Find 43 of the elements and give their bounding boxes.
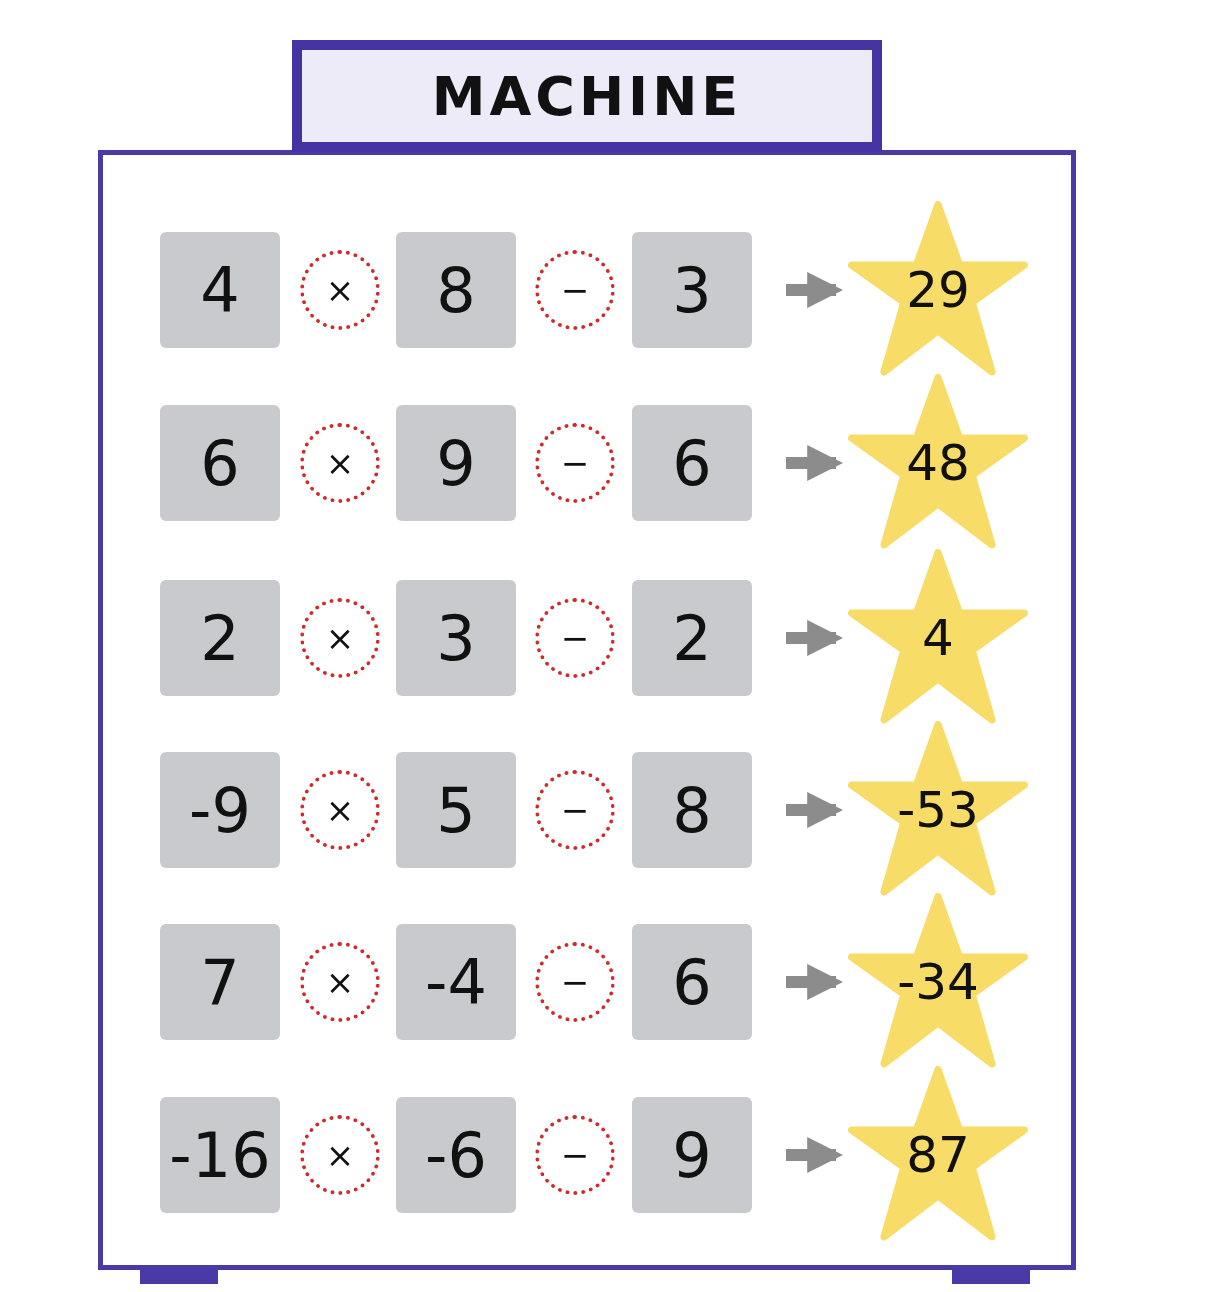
number-tile: 8 <box>396 232 516 348</box>
arrow <box>786 964 844 1000</box>
title-plate: MACHINE <box>292 40 882 152</box>
number-tile: -9 <box>160 752 280 868</box>
star-shape: 48 <box>848 374 1028 552</box>
operator-circle: − <box>535 250 615 330</box>
operator-circle: − <box>535 598 615 678</box>
operator-circle: × <box>300 250 380 330</box>
star-shape: 29 <box>848 201 1028 379</box>
operator-circle: × <box>300 942 380 1022</box>
number-tile: 6 <box>160 405 280 521</box>
number-tile: -4 <box>396 924 516 1040</box>
number-tile: 5 <box>396 752 516 868</box>
arrow <box>786 792 844 828</box>
star-shape: 87 <box>848 1066 1028 1244</box>
number-tile: 7 <box>160 924 280 1040</box>
number-tile: 4 <box>160 232 280 348</box>
number-tile: 8 <box>632 752 752 868</box>
star-shape: -34 <box>848 893 1028 1071</box>
operator-circle: − <box>535 1115 615 1195</box>
arrow <box>786 445 844 481</box>
operator-circle: × <box>300 770 380 850</box>
operator-circle: − <box>535 942 615 1022</box>
number-tile: 6 <box>632 405 752 521</box>
operator-circle: − <box>535 770 615 850</box>
operator-circle: × <box>300 1115 380 1195</box>
number-tile: 2 <box>632 580 752 696</box>
operator-circle: × <box>300 423 380 503</box>
star-shape: -53 <box>848 721 1028 899</box>
number-tile: 3 <box>396 580 516 696</box>
operator-circle: − <box>535 423 615 503</box>
number-tile: 2 <box>160 580 280 696</box>
number-tile: 3 <box>632 232 752 348</box>
number-tile: 9 <box>632 1097 752 1213</box>
number-tile: 9 <box>396 405 516 521</box>
arrow <box>786 620 844 656</box>
number-tile: 6 <box>632 924 752 1040</box>
arrow <box>786 272 844 308</box>
operator-circle: × <box>300 598 380 678</box>
star-shape: 4 <box>848 549 1028 727</box>
number-tile: -6 <box>396 1097 516 1213</box>
arrow <box>786 1137 844 1173</box>
number-tile: -16 <box>160 1097 280 1213</box>
